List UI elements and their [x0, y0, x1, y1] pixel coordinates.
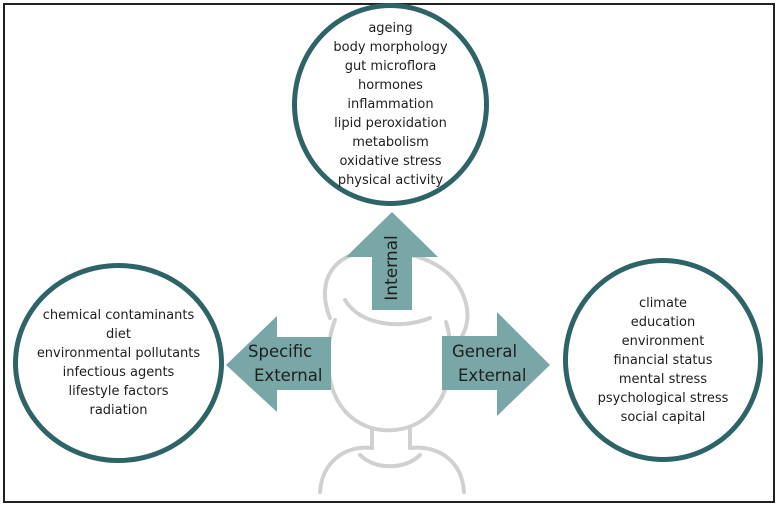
child-fringe-outline — [343, 298, 432, 327]
list-item: climate — [638, 295, 688, 311]
list-item: infectious agents — [62, 365, 175, 380]
child-head-outline — [325, 318, 453, 433]
list-item: metabolism — [352, 135, 429, 150]
internal-arrow — [346, 212, 438, 310]
list-item: financial status — [613, 352, 713, 368]
general-external-arrow — [442, 312, 550, 416]
list-item: ageing — [368, 21, 413, 36]
list-item: chemical contaminants — [42, 308, 195, 323]
list-item: gut microflora — [344, 59, 437, 74]
list-item: psychological stress — [597, 390, 729, 406]
child-collar-outline — [358, 453, 422, 469]
list-item: hormones — [358, 78, 423, 93]
list-item: radiation — [89, 403, 148, 418]
general-external-label: General External — [452, 340, 526, 388]
general-external-circle: climate education environment financial … — [563, 258, 763, 462]
child-shoulders-outline — [318, 445, 466, 494]
list-item: education — [630, 314, 696, 330]
internal-factors-circle: ageing body morphology gut microflora ho… — [292, 3, 489, 206]
general-label-line1: General — [452, 342, 518, 361]
list-item: lipid peroxidation — [334, 116, 447, 131]
list-item: inflammation — [347, 97, 434, 112]
list-item: environment — [621, 333, 705, 349]
list-item: body morphology — [333, 40, 448, 55]
list-item: mental stress — [618, 371, 708, 387]
specific-external-arrow — [226, 316, 331, 412]
general-external-list: climate education environment financial … — [598, 294, 729, 427]
general-label-line2: External — [458, 366, 527, 385]
child-neck-outline — [370, 426, 412, 450]
list-item: diet — [106, 327, 131, 342]
list-item: lifestyle factors — [68, 384, 169, 399]
specific-label-line2: External — [254, 366, 323, 385]
internal-factors-list: ageing body morphology gut microflora ho… — [333, 19, 447, 190]
list-item: physical activity — [337, 173, 444, 188]
internal-arrow-label: Internal — [382, 235, 402, 301]
specific-external-label: Specific External — [248, 340, 322, 388]
specific-label-line1: Specific — [248, 342, 313, 361]
list-item: environmental pollutants — [36, 346, 201, 361]
list-item: oxidative stress — [339, 154, 442, 169]
specific-external-list: chemical contaminants diet environmental… — [37, 306, 200, 420]
list-item: social capital — [620, 409, 706, 425]
specific-external-circle: chemical contaminants diet environmental… — [13, 263, 224, 463]
